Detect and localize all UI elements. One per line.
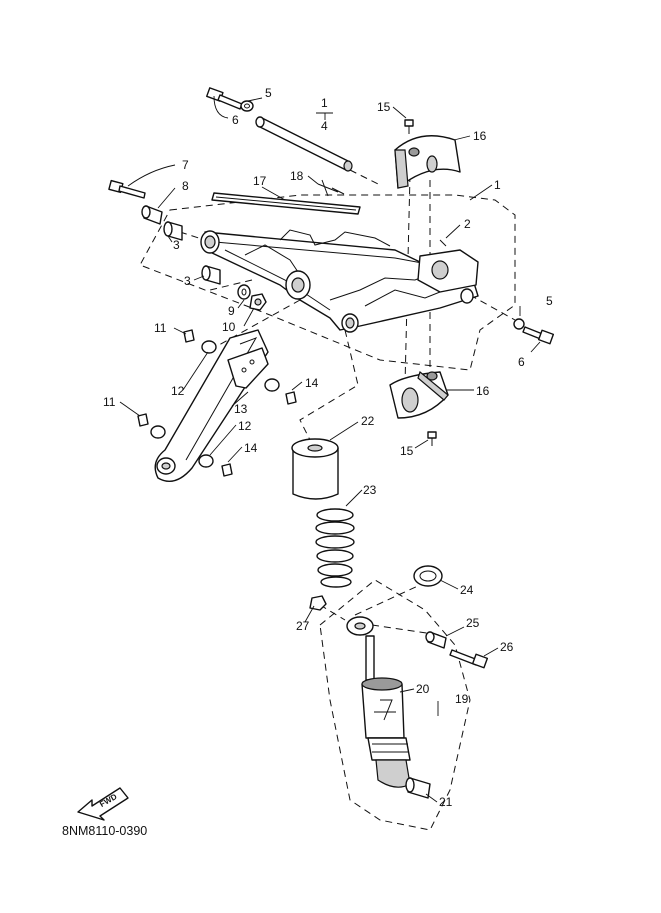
callout: 5 [546,294,553,308]
callout: 25 [466,616,480,630]
callout: 12 [171,384,185,398]
bushing-21 [405,777,431,799]
screw-15-top [404,119,414,134]
washer-12-mid [264,378,280,392]
diagram-code: 8NM8110-0390 [62,824,147,838]
swingarm [200,229,479,333]
shock-eye [346,616,374,636]
link-arm [154,329,269,482]
callout: 20 [416,682,430,696]
callout: 22 [361,414,375,428]
stopper-block-lower [389,370,449,419]
washer-12-upper [201,340,217,354]
swingarm-assembly-boundary [139,194,516,371]
callout: 4 [321,119,328,133]
callout: 1 [321,96,328,110]
bumper-22 [291,438,339,500]
callout: 1 [494,178,501,192]
pivot-shaft [255,116,353,172]
callout: 21 [439,795,453,809]
nut-10 [249,293,267,311]
spring-23 [315,508,355,588]
callout: 17 [253,174,267,188]
callout: 11 [103,395,116,409]
washer-9 [237,284,251,300]
bolt-11-upper [183,329,195,343]
callout: 8 [182,179,189,193]
leader-lines [119,95,541,803]
bolt-26 [449,649,489,669]
callout: 16 [473,129,487,143]
guard-bar-17 [211,192,361,215]
callout: 13 [234,402,248,416]
bolt-11-lower [137,413,166,439]
callout: 6 [232,113,239,127]
callout: 2 [464,217,471,231]
bushing-3-lower [201,265,221,285]
callout: 11 [154,321,167,335]
nut-14-mid [285,391,297,405]
collar-8 [141,205,163,225]
fwd-arrow-icon: FWD [77,787,129,821]
callout: 24 [460,583,474,597]
callout: 12 [238,419,252,433]
callout: 10 [222,320,236,334]
shock-absorber-20 [361,635,411,788]
callout: 26 [500,640,514,654]
washer-top-left [240,100,254,112]
nut-27 [309,595,327,611]
long-bolt-7 [108,179,146,199]
nut-14-lower [221,463,233,477]
callout: 16 [476,384,490,398]
washer-right [513,318,525,330]
callout-labels: 1 4 5 6 15 16 7 8 17 18 1 2 3 3 9 10 11 … [103,86,553,809]
callout: 15 [377,100,391,114]
callout: 14 [305,376,319,390]
shock-assembly-boundary [319,579,471,831]
callout: 7 [182,158,189,172]
collar-25 [425,631,447,649]
callout: 3 [173,238,180,252]
screw-15-bottom [427,431,437,446]
bolt-top-left [206,87,243,110]
callout: 3 [184,274,191,288]
bolt-right [522,326,555,345]
washer-12-lower [198,454,214,468]
seat-24 [413,565,443,587]
clip-18 [317,179,345,197]
callout: 19 [455,692,469,706]
callout: 14 [244,441,258,455]
callout: 6 [518,355,525,369]
callout: 5 [265,86,272,100]
callout: 27 [296,619,310,633]
callout: 9 [228,304,235,318]
stopper-block-upper [394,135,461,189]
callout: 18 [290,169,304,183]
callout: 15 [400,444,414,458]
callout: 23 [363,483,377,497]
